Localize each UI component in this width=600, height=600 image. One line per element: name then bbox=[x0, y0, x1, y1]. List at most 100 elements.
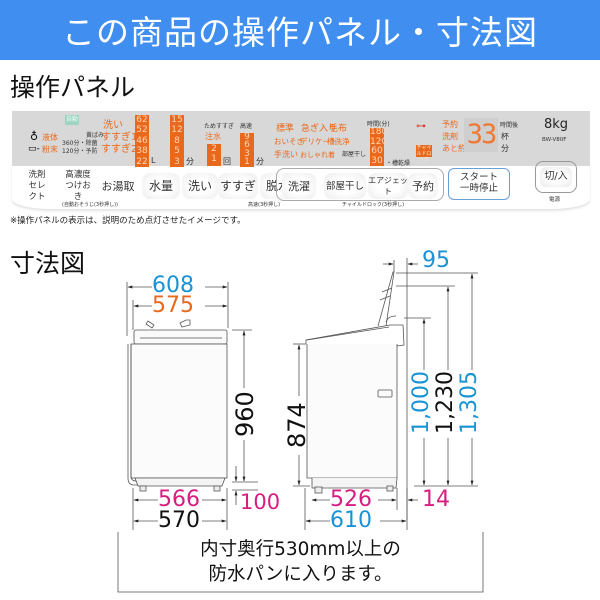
liquid-label: 液体 bbox=[42, 133, 58, 142]
course-delicate: デリケート bbox=[300, 137, 338, 146]
soak-label-120: 120分・予防 bbox=[62, 148, 98, 155]
dry-30: 30 bbox=[371, 155, 383, 166]
timer-label-reserve: 予約 bbox=[442, 120, 458, 129]
course-handwash: 手洗い bbox=[274, 150, 298, 159]
course-quick-load: 急ぎ入り bbox=[301, 124, 338, 134]
soak-caption: (自動おそうじ(3秒押し)) bbox=[62, 202, 118, 208]
timer-label-remaining: あと約 bbox=[442, 144, 466, 153]
room-dry-label: 部屋干し bbox=[325, 180, 364, 192]
dimension-section-title: 寸法図 bbox=[10, 249, 86, 278]
rinse-count-1: 1 bbox=[211, 154, 217, 165]
water-level-46: 46 bbox=[136, 135, 148, 146]
power-caption: 電源 bbox=[549, 197, 561, 203]
display-unit-hours: 時間後 bbox=[500, 122, 519, 129]
water-level-52: 52 bbox=[136, 125, 148, 136]
wash-time-3: 3 bbox=[174, 156, 180, 167]
key-icon: ⊶ bbox=[416, 121, 426, 132]
rinse-button-label: すすぎ bbox=[219, 178, 256, 193]
side-height-lid-closed: 1,000 bbox=[409, 371, 434, 434]
soak-button-label: 高濃度つけおき bbox=[65, 169, 91, 202]
laundry-button[interactable]: 洗濯 bbox=[282, 173, 316, 199]
dry-tail-label: ・槽乾燥 bbox=[386, 160, 411, 167]
child-lock-badge: チャイルドロック bbox=[416, 145, 432, 163]
wash-label: 洗い bbox=[103, 120, 123, 131]
soak-button[interactable]: 高濃度つけおき bbox=[58, 170, 98, 202]
detergent-select-label: 洗剤セレクト bbox=[28, 169, 46, 202]
wash-time-8: 8 bbox=[174, 135, 180, 146]
spin-unit: 分 bbox=[256, 157, 264, 166]
control-panel: ♁ 液体 ▭‐ 粉末 自動 黄ばみ 360分・除菌 120分・予防 洗い すすぎ… bbox=[12, 111, 590, 209]
soak-badge: 自動 bbox=[65, 115, 79, 125]
water-level-button[interactable]: 水量 bbox=[142, 173, 180, 199]
spin-3: 3 bbox=[244, 148, 250, 159]
water-level-22: 22 bbox=[136, 156, 148, 167]
front-width-body: 575 bbox=[152, 293, 194, 318]
rinse-count-2: 2 bbox=[211, 144, 217, 154]
reserve-button-label: 予約 bbox=[412, 179, 434, 193]
course-fashion: おしゃれ着 bbox=[300, 151, 335, 159]
course-blanket: 毛布 bbox=[329, 124, 348, 134]
course-button-group bbox=[276, 168, 444, 201]
rinse-header-2: 注水 bbox=[205, 132, 221, 141]
dry-180: 180 bbox=[370, 127, 388, 137]
soak-label-360: 360分・除菌 bbox=[62, 140, 98, 147]
spin-time-indicator: 9 6 3 1 bbox=[240, 132, 254, 168]
wash-time-unit: 分 bbox=[186, 157, 194, 166]
side-depth-total: 610 bbox=[330, 508, 372, 533]
panel-section-title: 操作パネル bbox=[10, 73, 136, 102]
hot-water-button[interactable]: お湯取 bbox=[98, 173, 138, 199]
side-height-total: 1,305 bbox=[457, 371, 482, 434]
front-base-depth: 570 bbox=[158, 508, 200, 533]
banner-title: この商品の操作パネル・寸法図 bbox=[62, 13, 538, 52]
room-dry-button[interactable]: 部屋干し bbox=[324, 173, 366, 199]
reserve-button[interactable]: 予約 bbox=[408, 173, 438, 199]
start-pause-button[interactable]: スタート 一時停止 bbox=[448, 168, 510, 200]
wash-time-12: 12 bbox=[171, 125, 183, 136]
side-height-lid-open: 1,230 bbox=[433, 371, 458, 434]
rinse-button[interactable]: すすぎ bbox=[218, 173, 258, 199]
capacity-label: 8kg bbox=[544, 117, 569, 132]
dry-header: 時間(分) bbox=[367, 121, 390, 128]
laundry-button-label: 洗濯 bbox=[288, 179, 310, 193]
spin-1: 1 bbox=[244, 157, 250, 168]
waterproof-pan-note-line2: 防水パンに入ります。 bbox=[208, 564, 393, 585]
front-height: 960 bbox=[231, 391, 259, 437]
side-base-depth: 526 bbox=[330, 487, 372, 512]
child-lock-caption: チャイルドロック(3秒押し) bbox=[342, 202, 405, 208]
front-width-overall: 608 bbox=[152, 273, 194, 298]
hot-water-label: お湯取 bbox=[101, 179, 135, 193]
side-lid-offset: 95 bbox=[422, 248, 450, 273]
dry-side-label: 部屋干し bbox=[342, 151, 367, 158]
rinse1-label: すすぎ1 bbox=[101, 132, 138, 143]
display-unit-minutes: 分 bbox=[501, 144, 509, 153]
rinse-count-indicator: 2 1 bbox=[207, 144, 221, 166]
course-standard: 標準 bbox=[276, 124, 295, 134]
course-tub-clean: 槽洗浄 bbox=[327, 137, 350, 146]
dry-120: 120 bbox=[370, 136, 388, 147]
air-jet-label: エアジェット bbox=[368, 176, 408, 196]
waterproof-pan-note: 内寸奥行530mm以上の 防水パンに入ります。 bbox=[118, 537, 483, 592]
rinse2-label: すすぎ2 bbox=[101, 144, 138, 155]
wash-button-label: 洗い bbox=[187, 178, 212, 193]
air-jet-button[interactable]: エアジェット bbox=[368, 173, 408, 199]
bottle-icon: ♁ bbox=[30, 130, 39, 143]
detergent-select-button[interactable]: 洗剤セレクト bbox=[18, 170, 56, 202]
panel-note: ※操作パネルの表示は、説明のため点灯させたイメージです。 bbox=[10, 216, 246, 226]
wash-time-5: 5 bbox=[174, 146, 180, 157]
power-button[interactable]: 切/入 bbox=[535, 161, 577, 193]
soak-label-yellowing: 黄ばみ bbox=[86, 132, 105, 139]
rinse-unit: 回 bbox=[223, 157, 231, 166]
spin-6: 6 bbox=[244, 140, 250, 151]
front-leg-height: 100 bbox=[240, 490, 281, 514]
spin-caption: 高速(3秒押し) bbox=[248, 202, 281, 208]
water-level-38: 38 bbox=[136, 146, 148, 157]
course-quick: おいそぎ bbox=[274, 137, 304, 146]
water-unit: L bbox=[151, 156, 156, 165]
model-label: BW-V80F bbox=[542, 137, 567, 143]
front-base-width: 566 bbox=[158, 487, 200, 512]
timer-label-detergent: 洗剤 bbox=[442, 132, 458, 141]
rinse-header-1: ためすすぎ bbox=[204, 123, 235, 130]
wash-button[interactable]: 洗い bbox=[182, 173, 218, 199]
scoop-icon: ▭‐ bbox=[28, 144, 40, 154]
